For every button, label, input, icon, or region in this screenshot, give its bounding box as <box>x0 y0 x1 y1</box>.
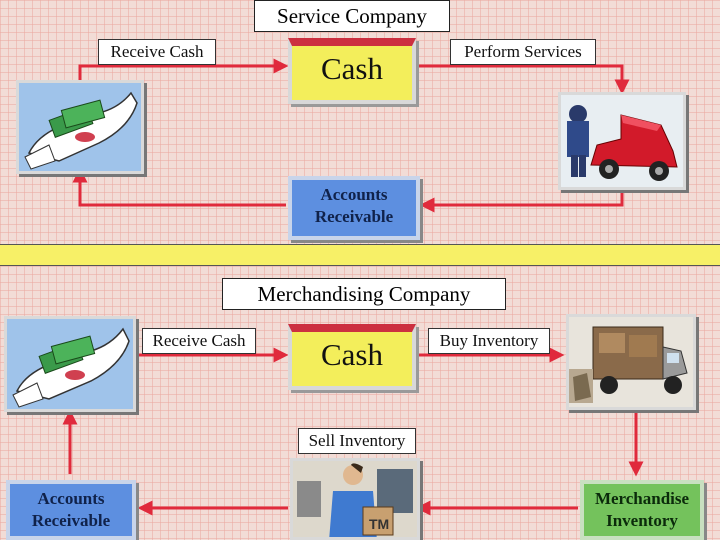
merch-cash-box: Cash <box>288 324 416 390</box>
svg-text:TM: TM <box>369 516 389 532</box>
service-receive-cash-label: Receive Cash <box>98 39 216 65</box>
merch-inventory-line1: Merchandise <box>594 489 690 508</box>
service-receivable-line2: Receivable <box>314 207 394 226</box>
merch-inventory-box: Merchandise Inventory <box>580 480 704 540</box>
car-repair-icon <box>558 92 686 190</box>
arrow-to-money <box>72 167 286 207</box>
service-receivable-line1: Accounts <box>320 185 388 204</box>
section-divider <box>0 244 720 266</box>
merch-buy-inventory-label: Buy Inventory <box>428 328 550 354</box>
delivery-truck-icon <box>566 314 696 410</box>
store-clerk-icon: TM <box>290 458 420 540</box>
money-hand-icon <box>16 80 144 174</box>
merch-cash-text: Cash <box>321 337 383 372</box>
arrow-perform-services <box>416 64 630 95</box>
merch-receive-cash-label: Receive Cash <box>142 328 256 354</box>
merch-receivable-line2: Receivable <box>31 511 111 530</box>
service-title: Service Company <box>254 0 450 32</box>
service-receivable-box: Accounts Receivable <box>288 176 420 240</box>
service-cash-text: Cash <box>321 51 383 86</box>
arrow-to-receivable <box>419 190 624 213</box>
merch-receivable-box: Accounts Receivable <box>6 480 136 540</box>
merchandising-title: Merchandising Company <box>222 278 506 310</box>
merch-sell-inventory-label: Sell Inventory <box>298 428 416 454</box>
money-hand-icon-merch <box>4 316 136 412</box>
merch-receivable-line1: Accounts <box>37 489 105 508</box>
merch-inventory-line2: Inventory <box>606 511 678 530</box>
service-perform-services-label: Perform Services <box>450 39 596 65</box>
service-cash-box: Cash <box>288 38 416 104</box>
